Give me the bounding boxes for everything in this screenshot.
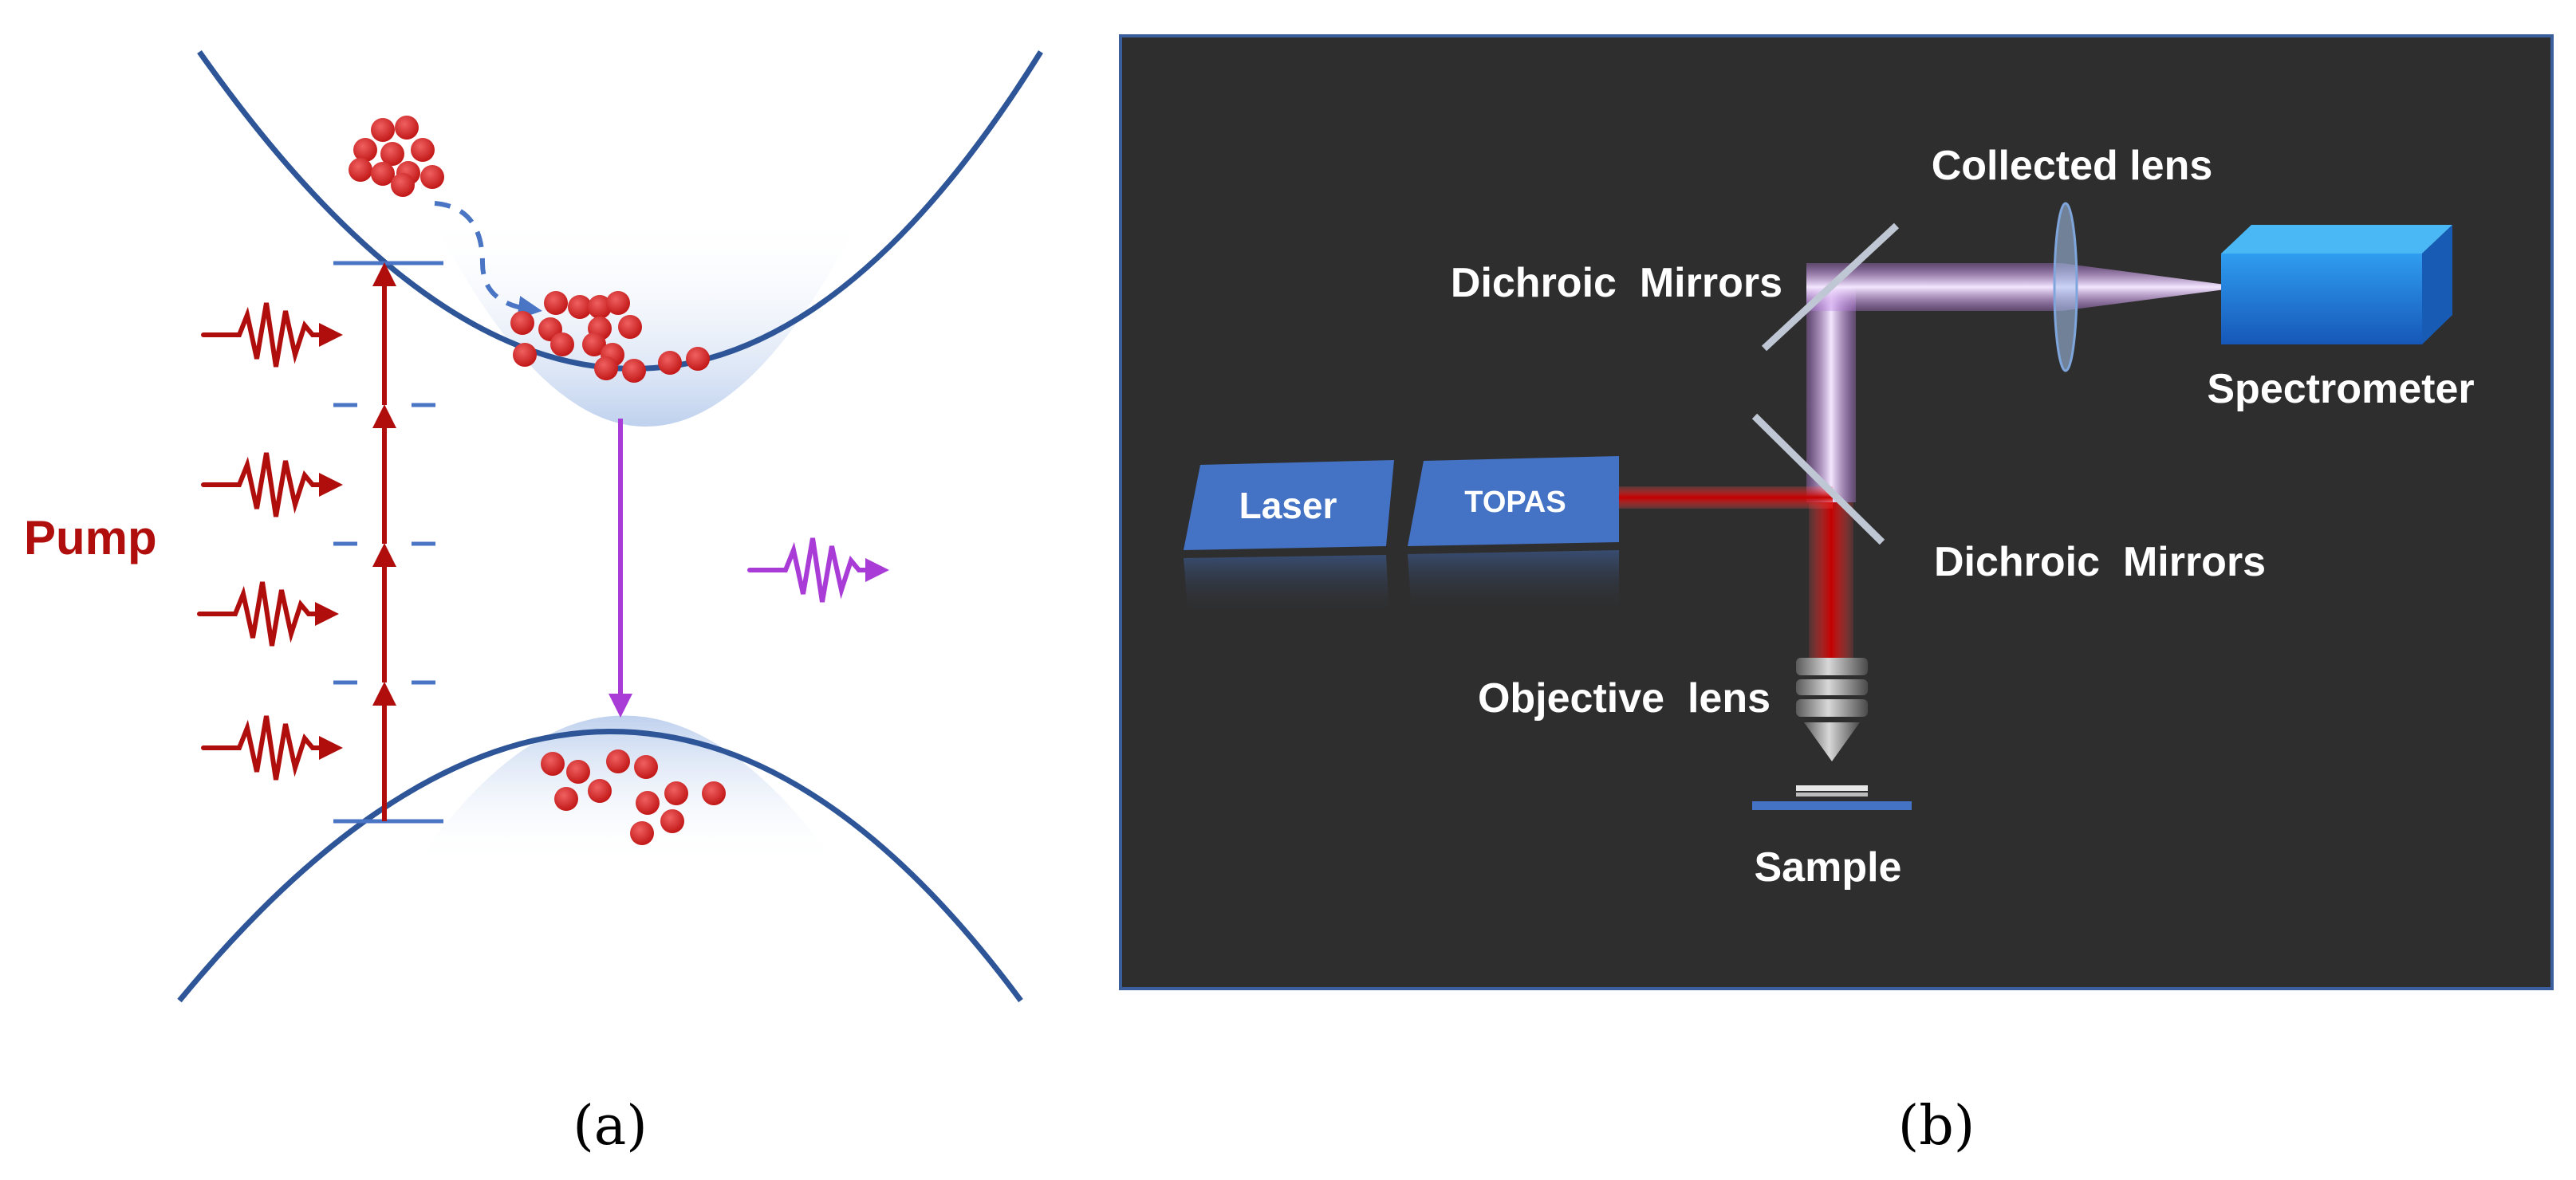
valence-band-fill xyxy=(415,715,837,865)
objective-lens xyxy=(1796,658,1868,761)
sample-slide xyxy=(1796,785,1868,791)
pump-photon-icon xyxy=(201,452,343,517)
sample-slide xyxy=(1796,793,1868,796)
objective-lens-body xyxy=(1796,658,1868,675)
electron xyxy=(588,779,612,803)
energy-levels xyxy=(333,261,443,824)
electron xyxy=(588,295,612,319)
spectrometer-label: Spectrometer xyxy=(2207,366,2474,412)
electron xyxy=(544,291,568,315)
objective-lens-body xyxy=(1796,679,1868,695)
pump-photon-icon xyxy=(197,581,339,647)
spectrometer xyxy=(2221,225,2452,344)
electron xyxy=(513,343,537,367)
panel-a: Pump xyxy=(24,49,1043,1158)
electron xyxy=(349,158,372,182)
spectrometer-front-face xyxy=(2221,254,2422,344)
dichroic-mirrors xyxy=(1751,222,1900,545)
spectrometer-side-face xyxy=(2422,225,2452,344)
electron xyxy=(391,173,415,197)
electron xyxy=(395,116,419,140)
pump-photons xyxy=(197,302,343,781)
electron xyxy=(658,351,682,375)
electron xyxy=(568,295,592,319)
electrons-conduction-bottom xyxy=(510,291,710,383)
pump-photon-icon xyxy=(201,302,343,368)
topas-box-shape xyxy=(1408,456,1619,546)
electron xyxy=(660,809,684,833)
electrons-valence xyxy=(541,749,726,845)
dichroic-mirrors-bottom-label: Dichroic Mirrors xyxy=(1934,539,2266,585)
collected-lens xyxy=(2053,202,2078,372)
electron xyxy=(702,781,726,805)
electron xyxy=(371,118,395,142)
relaxation-arrow xyxy=(434,201,542,320)
electron xyxy=(606,291,630,315)
laser-label: Laser xyxy=(1239,485,1337,526)
electron xyxy=(550,332,574,356)
beam-violet-cone xyxy=(2062,263,2225,311)
topas-label: TOPAS xyxy=(1464,486,1566,519)
electron xyxy=(420,165,444,189)
electrons-top-cluster xyxy=(349,116,444,197)
electron xyxy=(411,138,435,162)
stage xyxy=(1752,801,1912,810)
electron xyxy=(594,356,618,380)
electron xyxy=(686,347,710,371)
pump-label: Pump xyxy=(24,511,157,564)
electron xyxy=(664,781,688,805)
beam-red-vertical xyxy=(1809,502,1853,662)
dichroic-mirror-top xyxy=(1761,222,1900,352)
topas-box-reflection xyxy=(1408,550,1619,614)
beam-violet-vertical xyxy=(1806,287,1856,502)
topas-box: TOPAS xyxy=(1408,456,1619,614)
laser-box-reflection xyxy=(1184,555,1389,617)
sample-stage xyxy=(1752,785,1912,810)
emitted-photon-icon xyxy=(747,537,889,603)
laser-box-shape xyxy=(1184,460,1394,550)
electron xyxy=(566,760,590,784)
sample-label: Sample xyxy=(1755,844,1902,891)
electron xyxy=(510,311,534,335)
pump-photon-icon xyxy=(201,715,343,781)
objective-lens-body xyxy=(1796,699,1868,717)
electron xyxy=(554,787,578,811)
electron xyxy=(634,755,658,779)
electron xyxy=(618,315,642,339)
collected-lens-label: Collected lens xyxy=(1932,143,2213,189)
dichroic-mirror-bottom xyxy=(1751,413,1885,545)
electron xyxy=(622,359,646,383)
electron xyxy=(380,142,404,166)
dichroic-mirrors-top-label: Dichroic Mirrors xyxy=(1451,260,1782,306)
laser-box: Laser xyxy=(1184,460,1394,617)
caption-a: (a) xyxy=(573,1095,648,1158)
objective-lens-label: Objective lens xyxy=(1478,675,1771,722)
caption-b: (b) xyxy=(1898,1095,1975,1158)
beam-red-horizontal xyxy=(1619,486,1833,509)
electron xyxy=(582,332,606,356)
electron xyxy=(606,749,630,773)
valence-band-curve xyxy=(177,729,1023,1003)
electron xyxy=(371,162,395,186)
electron xyxy=(541,752,565,776)
electron xyxy=(630,821,654,845)
panel-b: Laser TOPAS Collected lens Dichroic Mirr… xyxy=(1119,34,2554,1158)
electron xyxy=(636,791,660,815)
conduction-band-fill xyxy=(431,215,861,427)
electron xyxy=(353,138,377,162)
objective-lens-tip xyxy=(1804,722,1860,761)
spectrometer-top-face xyxy=(2221,225,2452,254)
